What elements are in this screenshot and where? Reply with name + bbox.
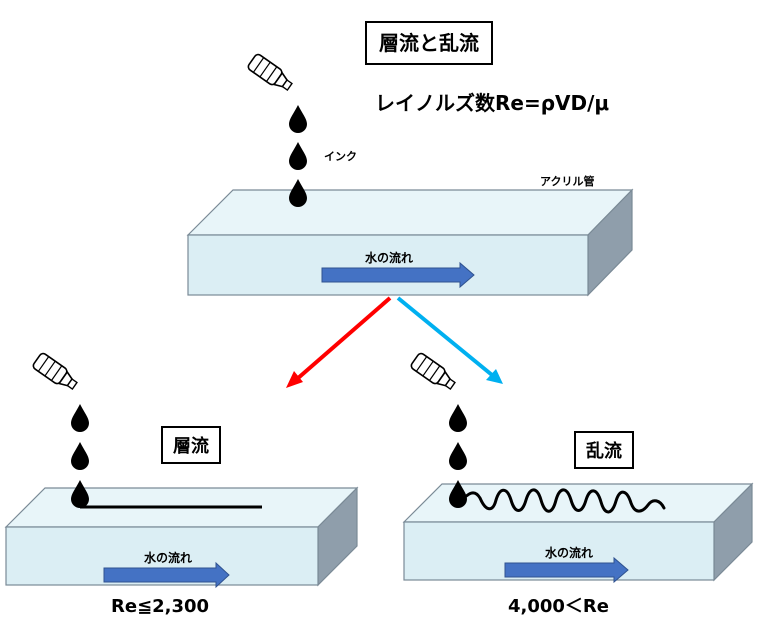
flow-arrow	[321, 261, 475, 289]
turbulent-ink-line	[456, 488, 666, 514]
top-pipe	[186, 188, 634, 297]
turbulent-label-box: 乱流	[574, 431, 634, 469]
pipe-label: アクリル管	[540, 174, 594, 188]
turbulent-label: 乱流	[586, 440, 622, 462]
arrow-to-turbulent	[396, 296, 503, 384]
arrow-to-laminar	[286, 296, 392, 388]
bottle-icon	[31, 351, 81, 394]
bottle-icon	[246, 52, 296, 95]
title-box: 層流と乱流	[365, 21, 493, 65]
laminar-condition: Re≦2,300	[111, 596, 209, 617]
flow-label: 水の流れ	[144, 550, 192, 565]
ink-drop-icon	[449, 404, 467, 432]
bottle-icon	[409, 351, 459, 394]
flow-arrow	[504, 556, 629, 584]
ink-drop-icon	[289, 179, 307, 207]
flow-label: 水の流れ	[365, 250, 413, 265]
turbulent-condition: 4,000＜Re	[508, 596, 609, 617]
ink-drop-icon	[289, 142, 307, 170]
flow-label: 水の流れ	[545, 545, 593, 560]
ink-drop-icon	[71, 442, 89, 470]
ink-label: インク	[324, 150, 357, 163]
ink-drop-icon	[289, 105, 307, 133]
page-title: 層流と乱流	[379, 31, 479, 55]
ink-drop-icon	[71, 480, 89, 508]
flow-arrow	[103, 561, 230, 589]
ink-drop-icon	[71, 404, 89, 432]
ink-drop-icon	[449, 442, 467, 470]
laminar-label: 層流	[173, 435, 209, 457]
laminar-label-box: 層流	[161, 426, 221, 464]
reynolds-formula: レイノルズ数Re=ρVD/μ	[375, 91, 609, 115]
